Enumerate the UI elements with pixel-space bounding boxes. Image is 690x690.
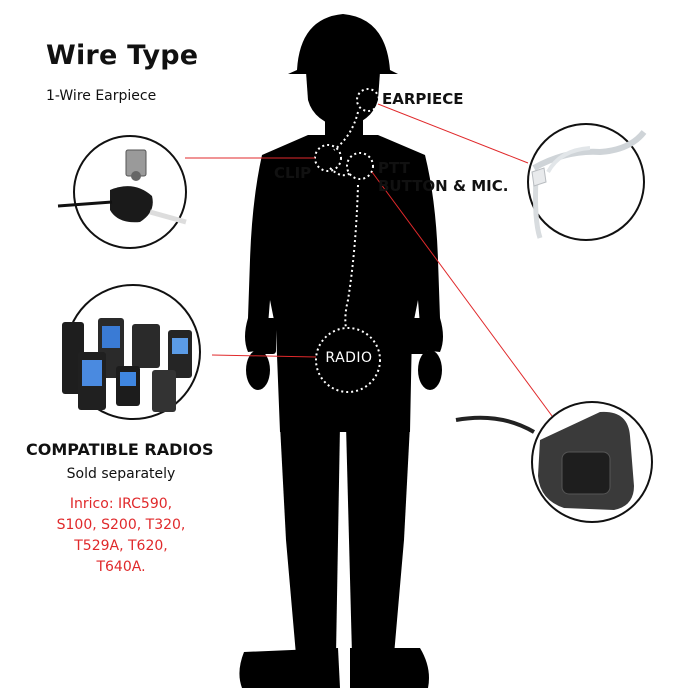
ptt-leader <box>371 171 556 421</box>
leader-lines <box>185 103 556 421</box>
radio-marker <box>315 327 381 393</box>
wire-type-subtitle: 1-Wire Earpiece <box>46 88 157 104</box>
cable-route <box>329 111 359 329</box>
earpiece-label: EARPIECE <box>382 90 464 108</box>
compatible-radios-subtitle: Sold separately <box>66 466 176 482</box>
ptt-label-line2: BUTTON & MIC. <box>378 177 509 195</box>
model-line: T640A. <box>96 559 146 575</box>
page-title: Wire Type <box>46 40 199 71</box>
clip-detail-image <box>57 135 187 249</box>
model-line: T529A, T620, <box>74 538 168 554</box>
compatible-radios-title: COMPATIBLE RADIOS <box>26 440 214 459</box>
model-line: S100, S200, T320, <box>56 517 186 533</box>
ptt-detail-image <box>455 401 653 523</box>
earpiece-leader <box>377 103 529 164</box>
radio-label: RADIO <box>325 350 373 366</box>
worker-silhouette <box>239 14 443 688</box>
radios-detail-image <box>62 284 201 420</box>
ptt-marker <box>346 152 374 180</box>
earpiece-marker <box>356 88 380 112</box>
ptt-label-line1: PTT <box>378 159 410 177</box>
radio-leader <box>211 354 317 358</box>
earpiece-detail-image <box>527 123 647 241</box>
compatible-models-list: Inrico: IRC590, S100, S200, T320, T529A,… <box>26 494 216 578</box>
clip-label: CLIP <box>274 164 312 182</box>
model-line: Inrico: IRC590, <box>69 496 173 512</box>
